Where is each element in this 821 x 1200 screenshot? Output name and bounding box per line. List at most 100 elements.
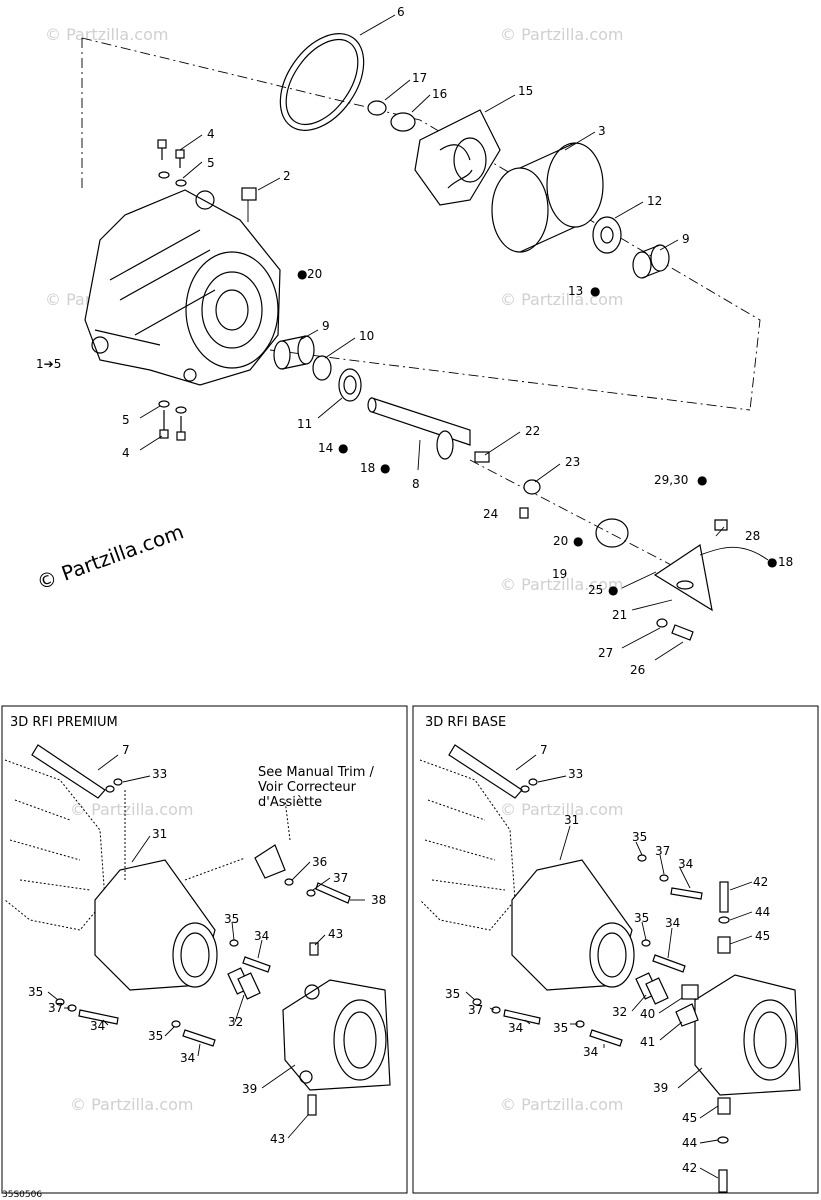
callout-43: 43 xyxy=(328,927,343,941)
callout-18-b: 18 xyxy=(778,555,793,569)
callout-4-bottom: 4 xyxy=(122,446,130,460)
pin-32 xyxy=(237,972,261,1000)
premium-panel-title: 3D RFI PREMIUM xyxy=(10,715,118,730)
base-leaders xyxy=(465,754,753,1179)
venturi-31 xyxy=(511,859,635,991)
thrust-washer-10 xyxy=(312,355,332,381)
part-labels: 6 17 16 15 3 12 9 13 ● 4 5 2 ● 20 1➔5 9 … xyxy=(36,5,793,677)
screw-34 xyxy=(670,887,703,900)
callout-35: 35 xyxy=(634,911,649,925)
pin-32 xyxy=(645,977,669,1005)
callout-35: 35 xyxy=(632,830,647,844)
callout-44: 44 xyxy=(682,1136,697,1150)
premium-panel xyxy=(1,705,408,1194)
callout-45: 45 xyxy=(755,929,770,943)
base-panel xyxy=(412,705,819,1194)
wear-ring xyxy=(279,33,365,131)
washer-44 xyxy=(718,916,730,924)
washer-35 xyxy=(472,998,482,1006)
oil-drop-icon: ● xyxy=(573,534,583,548)
callout-1-to-5: 1➔5 xyxy=(36,357,61,371)
watermark: © Partzilla.com xyxy=(500,575,623,594)
washer-36 xyxy=(284,878,294,886)
callout-34: 34 xyxy=(678,857,693,871)
copyright-notice: © Partzilla.com xyxy=(34,519,187,594)
callout-29-30: 29,30 xyxy=(654,473,688,487)
callout-4: 4 xyxy=(207,127,215,141)
bolt-42 xyxy=(719,881,729,913)
callout-36: 36 xyxy=(312,855,327,869)
callout-33: 33 xyxy=(568,767,583,781)
watermark: © Partzilla.com xyxy=(70,1095,193,1114)
watermark: © Partzilla.com xyxy=(45,25,168,44)
callout-34: 34 xyxy=(254,929,269,943)
callout-34: 34 xyxy=(665,916,680,930)
bolt-42 xyxy=(718,1169,728,1193)
callout-31: 31 xyxy=(152,827,167,841)
callout-37: 37 xyxy=(48,1001,63,1015)
plug-24 xyxy=(519,507,529,519)
seal-17 xyxy=(367,100,387,116)
oil-drop-icon: ● xyxy=(297,267,307,281)
callout-17: 17 xyxy=(412,71,427,85)
bushing-45 xyxy=(717,1097,731,1115)
callout-22: 22 xyxy=(525,424,540,438)
base-panel-content: 3D RFI BASE xyxy=(419,715,801,1193)
plug-28 xyxy=(714,519,728,531)
watermark: © Partzilla.com xyxy=(500,290,623,309)
screw-34 xyxy=(242,956,271,973)
oil-drop-icon: ● xyxy=(338,441,348,455)
callout-23: 23 xyxy=(565,455,580,469)
callout-27: 27 xyxy=(598,646,613,660)
callout-10: 10 xyxy=(359,329,374,343)
bearing-9-left xyxy=(273,335,315,370)
callout-19: 19 xyxy=(552,567,567,581)
washer-33 xyxy=(113,778,123,786)
sleeve-16 xyxy=(390,112,416,132)
washer-37 xyxy=(491,1006,501,1014)
callout-34: 34 xyxy=(583,1045,598,1059)
callout-37: 37 xyxy=(468,1003,483,1017)
trim-lever-7 xyxy=(448,744,523,799)
base-labels: 7 33 31 35 37 34 42 44 45 35 34 35 37 34… xyxy=(445,743,770,1175)
callout-33: 33 xyxy=(152,767,167,781)
callout-3: 3 xyxy=(598,124,606,138)
callout-21: 21 xyxy=(612,608,627,622)
screw-34 xyxy=(78,1009,119,1025)
screw-43 xyxy=(309,942,319,956)
bracket-41 xyxy=(675,1003,699,1027)
callout-24: 24 xyxy=(483,507,498,521)
trim-lever-7 xyxy=(31,744,106,799)
screw-43 xyxy=(307,1094,317,1116)
callout-7: 7 xyxy=(540,743,548,757)
callout-41: 41 xyxy=(640,1035,655,1049)
callout-44: 44 xyxy=(755,905,770,919)
premium-panel-content: 3D RFI PREMIUM See Manual Trim / Voir Co… xyxy=(4,715,391,1146)
callout-45: 45 xyxy=(682,1111,697,1125)
callout-42: 42 xyxy=(682,1161,697,1175)
cap-23 xyxy=(523,479,541,495)
callout-34: 34 xyxy=(90,1019,105,1033)
manual-trim-note: See Manual Trim / Voir Correcteur d'Assi… xyxy=(258,765,378,810)
callout-9: 9 xyxy=(682,232,690,246)
watermark: © Partzilla.com xyxy=(500,1095,623,1114)
jet-pump-housing xyxy=(84,189,281,386)
washer-37 xyxy=(659,874,669,882)
block-40 xyxy=(681,984,699,1000)
bushing-45 xyxy=(717,936,731,954)
steering-nozzle-39 xyxy=(694,974,801,1096)
callout-32: 32 xyxy=(612,1005,627,1019)
watermark: © Partzilla.com xyxy=(500,25,623,44)
cone-21 xyxy=(653,543,713,612)
seal-12 xyxy=(592,216,622,254)
screw-34 xyxy=(503,1009,541,1025)
callout-39: 39 xyxy=(653,1081,668,1095)
callout-34: 34 xyxy=(180,1051,195,1065)
watermarks: © Partzilla.com © Partzilla.com © Partzi… xyxy=(45,25,623,1114)
premium-labels: 7 33 31 36 37 38 35 34 43 35 37 34 32 35… xyxy=(28,743,386,1146)
callout-7: 7 xyxy=(122,743,130,757)
shaft-axis xyxy=(469,459,701,581)
callout-18: 18 xyxy=(360,461,375,475)
o-ring-19 xyxy=(595,518,629,548)
washer-35 xyxy=(641,939,651,947)
